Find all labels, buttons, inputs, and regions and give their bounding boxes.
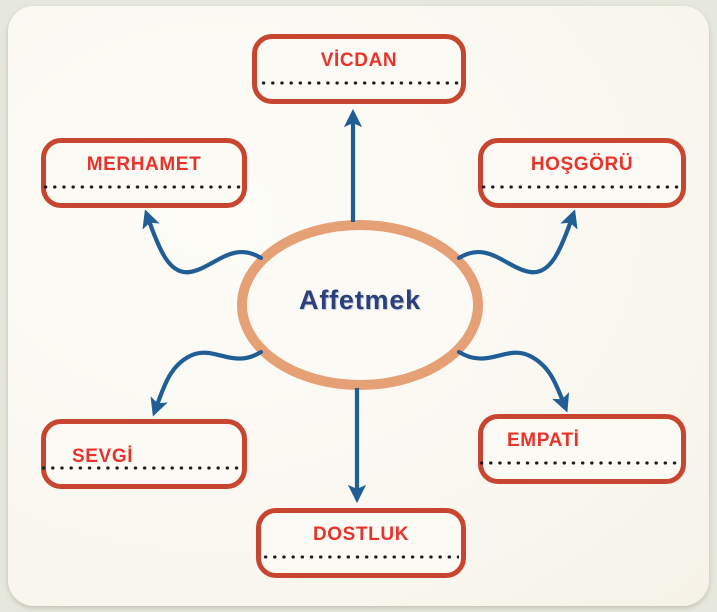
node-box-empati[interactable]: EMPATİ: [477, 414, 686, 484]
node-label-vicdan: VİCDAN: [320, 50, 398, 71]
writing-line-empati: [477, 461, 681, 465]
node-label-merhamet: MERHAMET: [86, 154, 202, 175]
node-label-sevgi: SEVGİ: [72, 446, 134, 467]
node-label-hosgoru: HOŞGÖRÜ: [530, 154, 634, 175]
node-box-vicdan[interactable]: VİCDAN: [252, 34, 466, 104]
node-box-sevgi[interactable]: SEVGİ: [39, 419, 247, 489]
node-label-empati: EMPATİ: [507, 430, 580, 451]
node-box-hosgoru[interactable]: HOŞGÖRÜ: [478, 138, 686, 208]
node-box-merhamet[interactable]: MERHAMET: [41, 138, 247, 208]
writing-line-dostluk: [261, 555, 459, 559]
node-box-dostluk[interactable]: DOSTLUK: [256, 508, 466, 578]
writing-line-hosgoru: [479, 185, 681, 189]
writing-line-merhamet: [41, 185, 242, 189]
writing-line-vicdan: [259, 81, 459, 85]
center-node-label: Affetmek: [299, 285, 421, 315]
writing-line-sevgi: [39, 466, 240, 470]
node-label-dostluk: DOSTLUK: [312, 524, 410, 545]
